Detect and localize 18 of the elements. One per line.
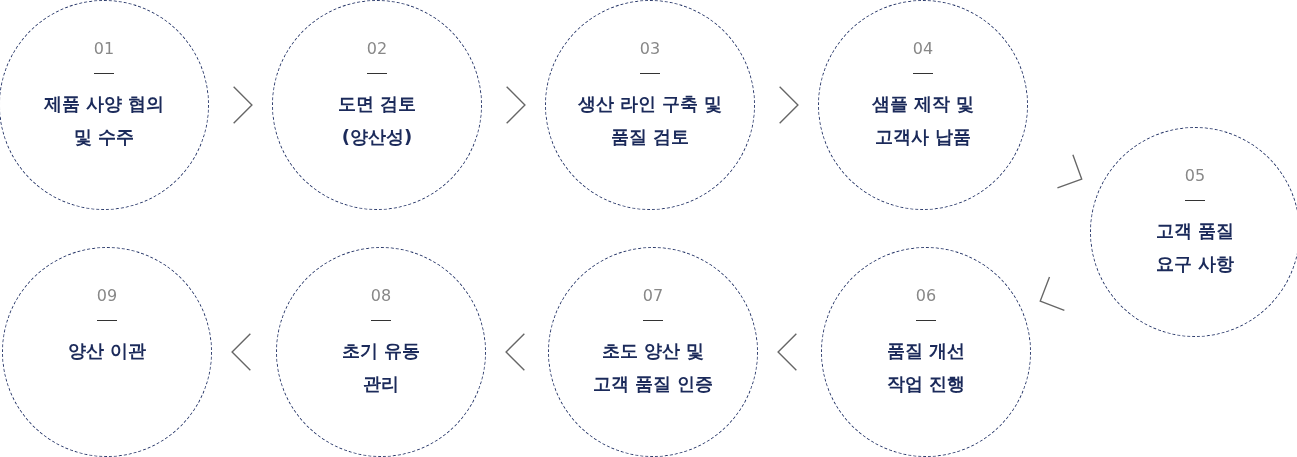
step-number: 03 <box>639 39 661 59</box>
step-title: 생산 라인 구축 및 품질 검토 <box>576 92 724 149</box>
step-title: 품질 개선 작업 진행 <box>885 339 967 396</box>
step-title: 고객 품질 요구 사항 <box>1154 219 1236 276</box>
step-number: 02 <box>366 39 388 59</box>
step-number: 06 <box>915 286 937 306</box>
step-title: 도면 검토 (양산성) <box>336 92 418 149</box>
step-title: 초도 양산 및 고객 품질 인증 <box>591 339 715 396</box>
step-title: 초기 유동 관리 <box>340 339 422 396</box>
step-title: 제품 사양 협의 및 수주 <box>42 92 166 149</box>
step-number: 04 <box>912 39 934 59</box>
step-number: 09 <box>96 286 118 306</box>
step-number: 07 <box>642 286 664 306</box>
step-title: 양산 이관 <box>67 339 147 363</box>
step-number: 08 <box>370 286 392 306</box>
step-number: 01 <box>93 39 115 59</box>
step-title: 샘플 제작 및 고객사 납품 <box>870 92 976 149</box>
step-number: 05 <box>1184 166 1206 186</box>
